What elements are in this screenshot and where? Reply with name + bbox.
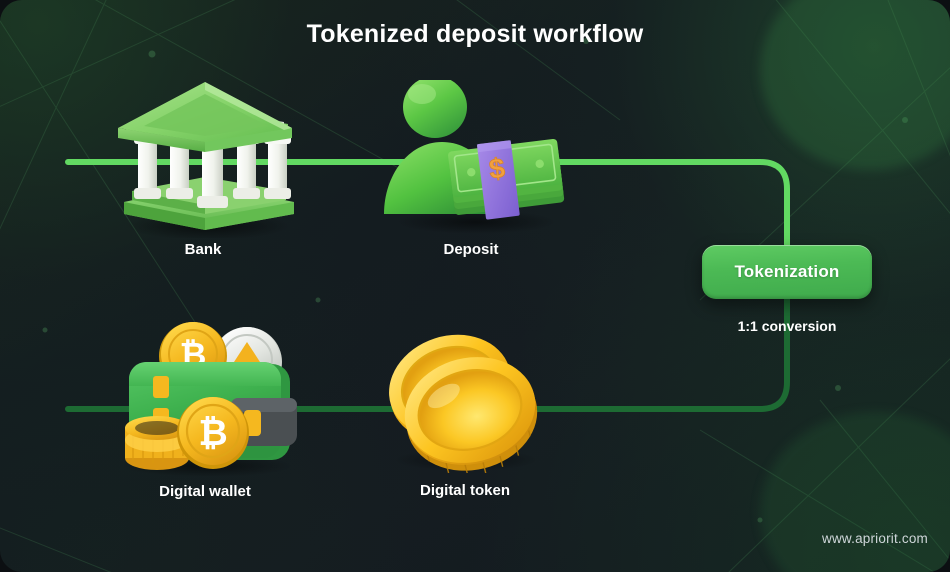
svg-text:$: $ [487, 152, 507, 185]
bank-building-icon [118, 82, 294, 240]
label-digital-token: Digital token [419, 482, 510, 499]
deposit-icon-wrap: $ [378, 76, 568, 240]
wallet-icon-wrap: ₿ [105, 316, 305, 481]
tokenization-pill[interactable]: Tokenization [702, 245, 872, 299]
label-digital-wallet: Digital wallet [159, 483, 251, 500]
crypto-wallet-icon: ₿ [121, 322, 297, 477]
label-bank: Bank [184, 241, 222, 258]
person-cash-icon: $ [384, 76, 565, 234]
svg-text:₿: ₿ [198, 412, 227, 453]
label-deposit: Deposit [443, 241, 499, 258]
watermark: www.apriorit.com [822, 531, 928, 546]
conversion-ratio-label: 1:1 conversion [737, 318, 837, 334]
tokenization-label: Tokenization [734, 262, 840, 281]
bank-icon-wrap [108, 78, 303, 243]
page-title: Tokenized deposit workflow [306, 20, 644, 48]
token-icon-wrap [378, 328, 550, 478]
gold-coins-icon [389, 334, 538, 476]
glow-accent-bottom-right [760, 412, 950, 572]
